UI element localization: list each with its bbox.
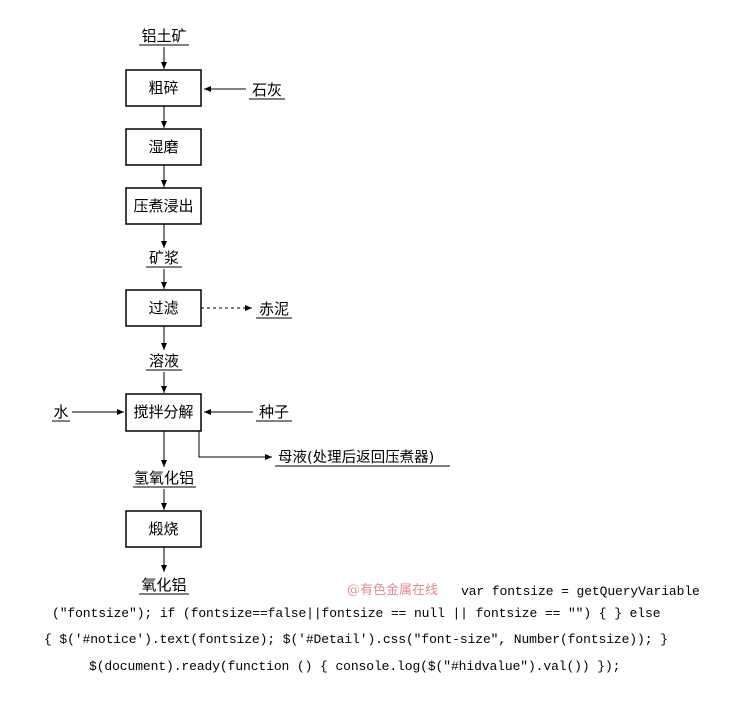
- label-stir-decompose: 搅拌分解: [133, 403, 193, 421]
- code-line-3: { $('#notice').text(fontsize); $('#Detai…: [44, 632, 668, 647]
- label-water: 水: [53, 403, 68, 421]
- label-aluminum-hydroxide: 氢氧化铝: [134, 469, 194, 487]
- label-mother-liquor: 母液(处理后返回压煮器): [278, 449, 434, 466]
- label-underlines: [52, 44, 450, 595]
- label-coarse-crush: 粗碎: [148, 79, 178, 97]
- code-line-1: var fontsize = getQueryVariable: [461, 584, 700, 599]
- box-filtration: [125, 289, 202, 327]
- watermark: @有色金属在线: [347, 583, 439, 598]
- label-alumina: 氧化铝: [141, 576, 186, 594]
- box-calcination: [125, 510, 202, 548]
- label-wet-grind: 湿磨: [148, 138, 178, 156]
- box-wet-grind: [125, 128, 202, 166]
- label-red-mud: 赤泥: [259, 300, 289, 318]
- label-slurry: 矿浆: [149, 249, 179, 267]
- process-boxes: [125, 69, 202, 548]
- label-calcination: 煅烧: [148, 520, 178, 538]
- box-coarse-crush: [125, 69, 202, 107]
- label-solution: 溶液: [149, 352, 179, 370]
- label-bauxite: 铝土矿: [141, 27, 186, 45]
- label-lime: 石灰: [252, 81, 282, 99]
- code-line-2: ("fontsize"); if (fontsize==false||fonts…: [52, 606, 661, 621]
- box-pressure-leach: [125, 187, 202, 225]
- box-stir-decompose: [125, 393, 202, 432]
- arrow-stir-to-mother-liquor: [198, 431, 272, 460]
- code-line-4: $(document).ready(function () { console.…: [89, 659, 621, 674]
- label-pressure-leach: 压煮浸出: [133, 197, 193, 215]
- flow-connectors: [72, 47, 272, 572]
- label-filtration: 过滤: [148, 299, 178, 317]
- label-seed: 种子: [259, 403, 289, 421]
